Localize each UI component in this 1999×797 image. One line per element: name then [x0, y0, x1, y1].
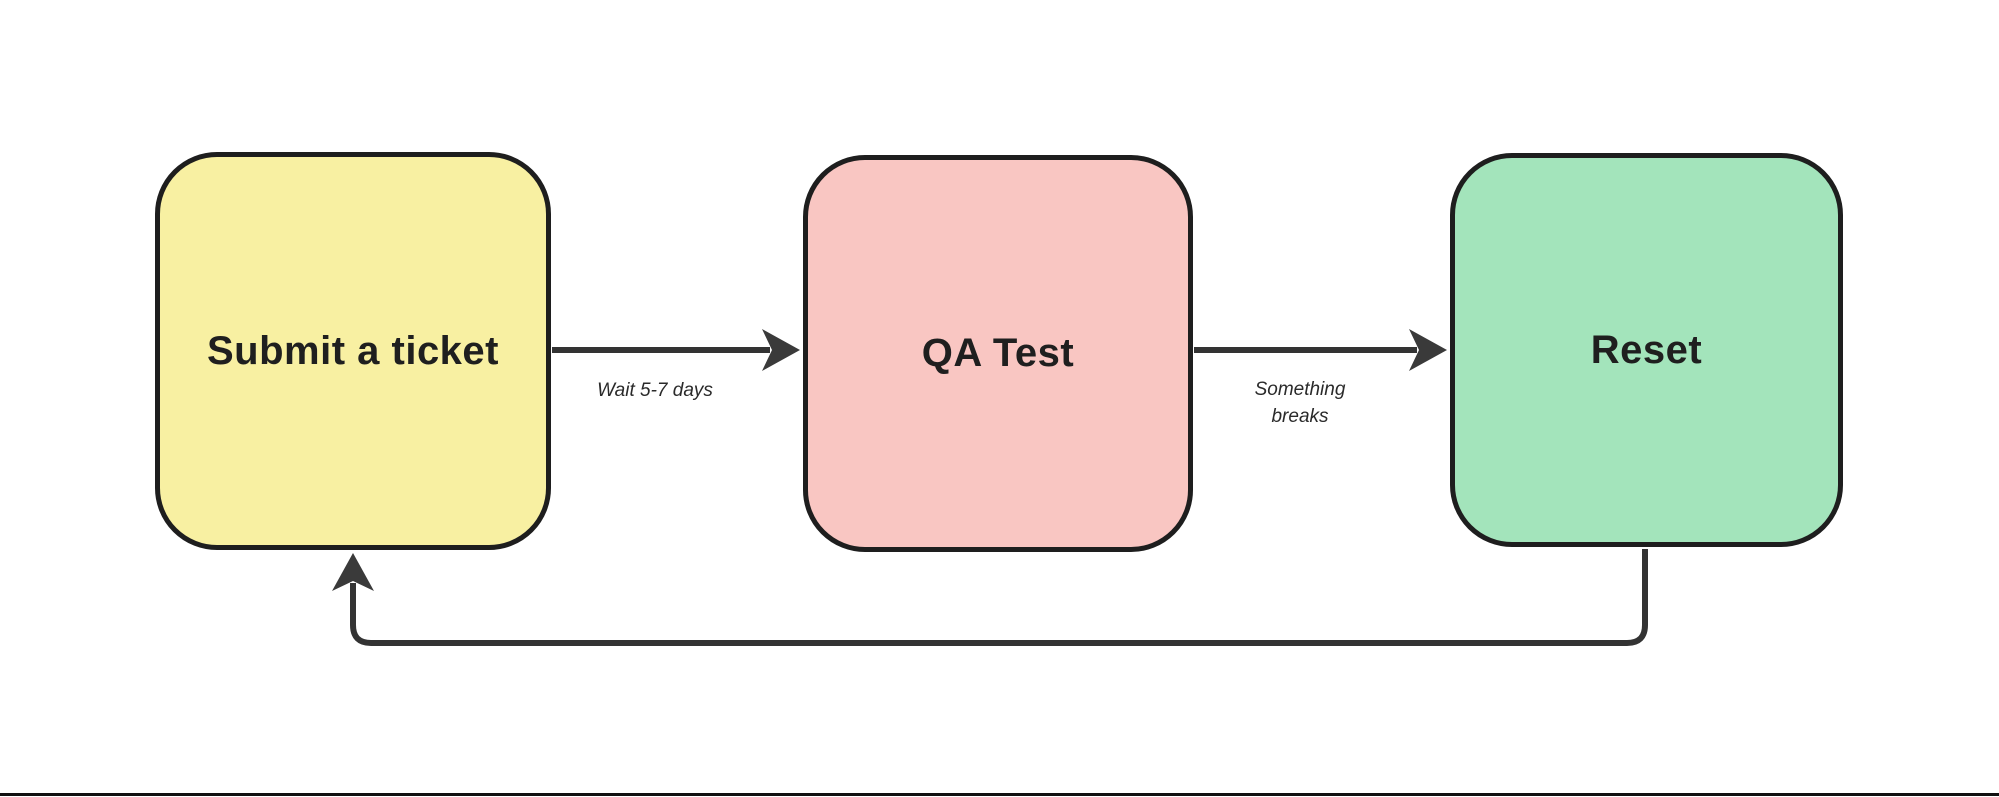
arrowhead-qa-to-reset-icon [1409, 329, 1447, 371]
edge-label-something-breaks: Something breaks [1254, 379, 1346, 427]
node-submit-a-ticket: Submit a ticket [155, 152, 551, 550]
node-qa-test: QA Test [803, 155, 1193, 552]
bottom-divider-line [0, 793, 1999, 796]
node-submit-a-ticket-label: Submit a ticket [206, 328, 499, 373]
node-reset: Reset [1450, 153, 1843, 547]
arrowhead-reset-to-submit-icon [332, 553, 374, 591]
arrowhead-submit-to-qa-icon [762, 329, 800, 371]
node-qa-test-label: QA Test [921, 331, 1075, 375]
edge-label-wait-5-7-days: Wait 5-7 days [597, 380, 713, 401]
arrow-reset-to-submit [350, 549, 1648, 646]
node-reset-label: Reset [1590, 327, 1703, 372]
